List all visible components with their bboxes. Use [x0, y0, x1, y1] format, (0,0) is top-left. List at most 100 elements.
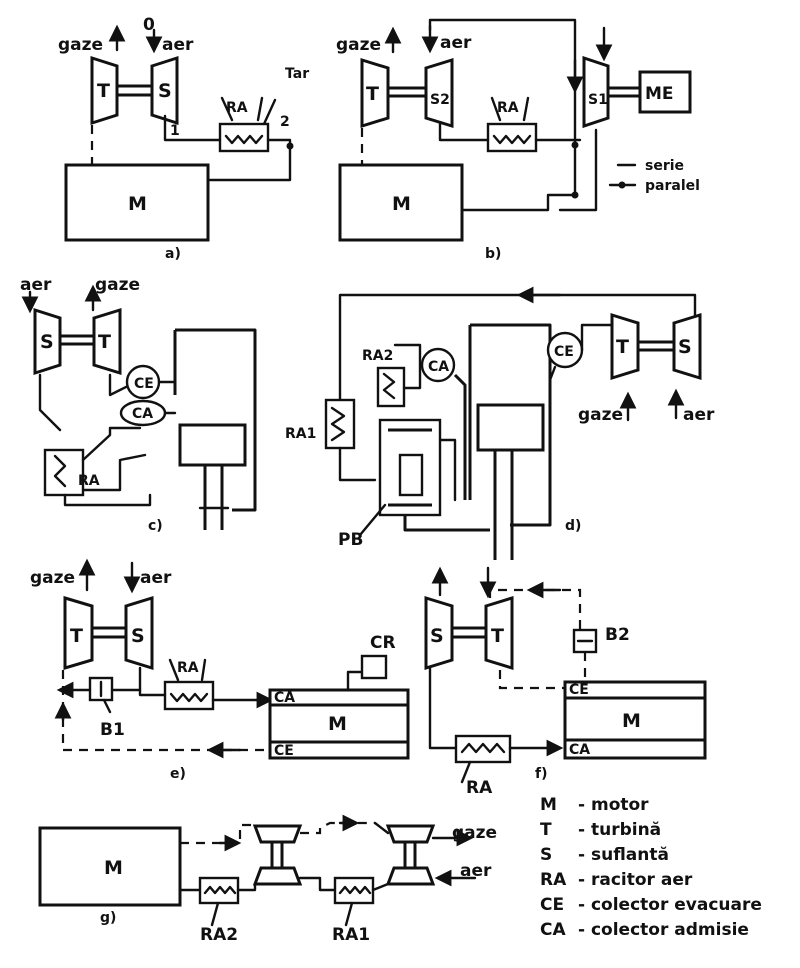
d-turbine-label: T [616, 336, 629, 358]
c-exhaust-manifold-label: CE [134, 376, 154, 392]
a-compressor-label: S [158, 80, 172, 102]
panel-g-label: g) [100, 910, 116, 926]
g-intercooler-1-label: RA1 [332, 925, 370, 945]
c-connecting-rod [203, 465, 224, 530]
b-compressor-2-label: S2 [430, 92, 450, 108]
f-compressor-label: S [430, 625, 444, 647]
d-engine-block [470, 323, 552, 527]
legend-abbr-2: S [540, 845, 552, 865]
g-compressor-hp [252, 866, 303, 886]
b-aer-label: aer [440, 33, 472, 53]
g-compressor-lp [385, 866, 436, 886]
c-turbine-label: T [98, 331, 111, 353]
panel-d: RA1 RA2 CA PB CE T S gaze aer d) [285, 286, 715, 560]
e-intercooler-label: RA [177, 660, 199, 676]
b-motor [338, 163, 464, 242]
legend-desc-3: - racitor aer [578, 870, 693, 890]
f-valve-b2-label: B2 [605, 625, 630, 645]
e-cr-label: CR [370, 633, 396, 653]
b-electric-motor [638, 70, 692, 114]
d-intercooler-2-label: RA2 [362, 348, 393, 364]
legend-abbr-3: RA [540, 870, 567, 890]
a-point2-label: 2 [280, 114, 290, 130]
f-motor [563, 680, 707, 760]
panel-e-label: e) [170, 766, 186, 782]
legend-abbr-5: CA [540, 920, 566, 940]
legend-paralel-label: paralel [645, 178, 700, 194]
e-cr-box [360, 654, 388, 680]
e-motor-label: M [328, 713, 347, 735]
b-compressor-2 [424, 57, 454, 129]
b-electric-motor-label: ME [645, 84, 674, 104]
c-aer-label: aer [20, 275, 52, 295]
b-motor-label: M [392, 193, 411, 215]
a-compressor [150, 55, 179, 126]
d-pump-label: PB [338, 530, 363, 550]
f-intake-manifold-label: CA [569, 742, 590, 758]
a-zero-label: 0 [143, 15, 155, 35]
a-turbine-label: T [97, 80, 110, 102]
panel-b-label: b) [485, 246, 501, 262]
f-compressor [424, 595, 454, 671]
d-exhaust-manifold-label: CE [554, 344, 574, 360]
e-compressor-label: S [131, 625, 145, 647]
d-intake-manifold-label: CA [428, 359, 449, 375]
e-intake-manifold-label: CA [274, 690, 295, 706]
b-intercooler-label: RA [497, 100, 519, 116]
b-compressor-1 [582, 55, 610, 129]
panel-f: S T B2 CE M CA RA f) [424, 566, 707, 798]
a-motor-label: M [128, 193, 147, 215]
panel-f-label: f) [535, 766, 548, 782]
a-motor [64, 163, 210, 242]
legend-abbr-4: CE [540, 895, 564, 915]
a-intercooler-label: RA [226, 100, 248, 116]
g-aer-label: aer [460, 861, 492, 881]
a-aer-label: aer [162, 35, 194, 55]
a-tar-label: Tar [285, 66, 309, 82]
abbreviation-legend: M - motor T - turbină S - suflantă RA - … [540, 795, 762, 940]
g-turbine-lp [385, 824, 436, 844]
e-turbine [63, 595, 94, 671]
b-turbine [360, 57, 390, 129]
c-engine-block [175, 328, 257, 512]
legend-desc-5: - colector admisie [578, 920, 749, 940]
legend-abbr-0: M [540, 795, 557, 815]
a-air-line-to-motor [208, 138, 292, 182]
f-turbine [484, 595, 514, 671]
c-gaze-label: gaze [95, 275, 140, 295]
a-point1-label: 1 [170, 123, 180, 139]
f-exhaust-manifold-label: CE [569, 682, 589, 698]
a-turbine [90, 55, 119, 126]
panel-d-label: d) [565, 518, 581, 534]
d-intercooler-2 [376, 366, 406, 408]
c-intercooler [43, 448, 85, 497]
d-aer-label: aer [683, 405, 715, 425]
panel-c: aer gaze S T RA CE CA c) [20, 275, 257, 534]
e-exhaust-manifold-label: CE [274, 743, 294, 759]
f-intercooler-label: RA [466, 778, 493, 798]
g-motor-label: M [104, 857, 123, 879]
e-valve-b1-label: B1 [100, 720, 125, 740]
d-compressor-label: S [678, 336, 692, 358]
d-connecting-rod [493, 450, 514, 560]
b-gaze-label: gaze [336, 35, 381, 55]
d-turbine [610, 312, 640, 381]
c-compressor-label: S [40, 331, 54, 353]
legend-desc-4: - colector evacuare [578, 895, 762, 915]
panel-e: gaze aer T S RA B1 CA M CE CR [30, 558, 410, 782]
panel-g: M gaze aer RA2 RA1 g) [38, 814, 497, 945]
g-gaze-label: gaze [452, 823, 497, 843]
legend-desc-2: - suflantă [578, 845, 669, 865]
a-gaze-label: gaze [58, 35, 103, 55]
e-compressor [124, 595, 154, 671]
panel-c-label: c) [148, 518, 163, 534]
g-turbine-hp [252, 824, 303, 844]
panel-a-label: a) [165, 246, 181, 262]
e-turbine-label: T [70, 625, 83, 647]
c-turbine [92, 307, 122, 376]
legend-abbr-1: T [540, 820, 552, 840]
c-intake-manifold-label: CA [132, 406, 153, 422]
legend-desc-1: - turbină [578, 820, 661, 840]
